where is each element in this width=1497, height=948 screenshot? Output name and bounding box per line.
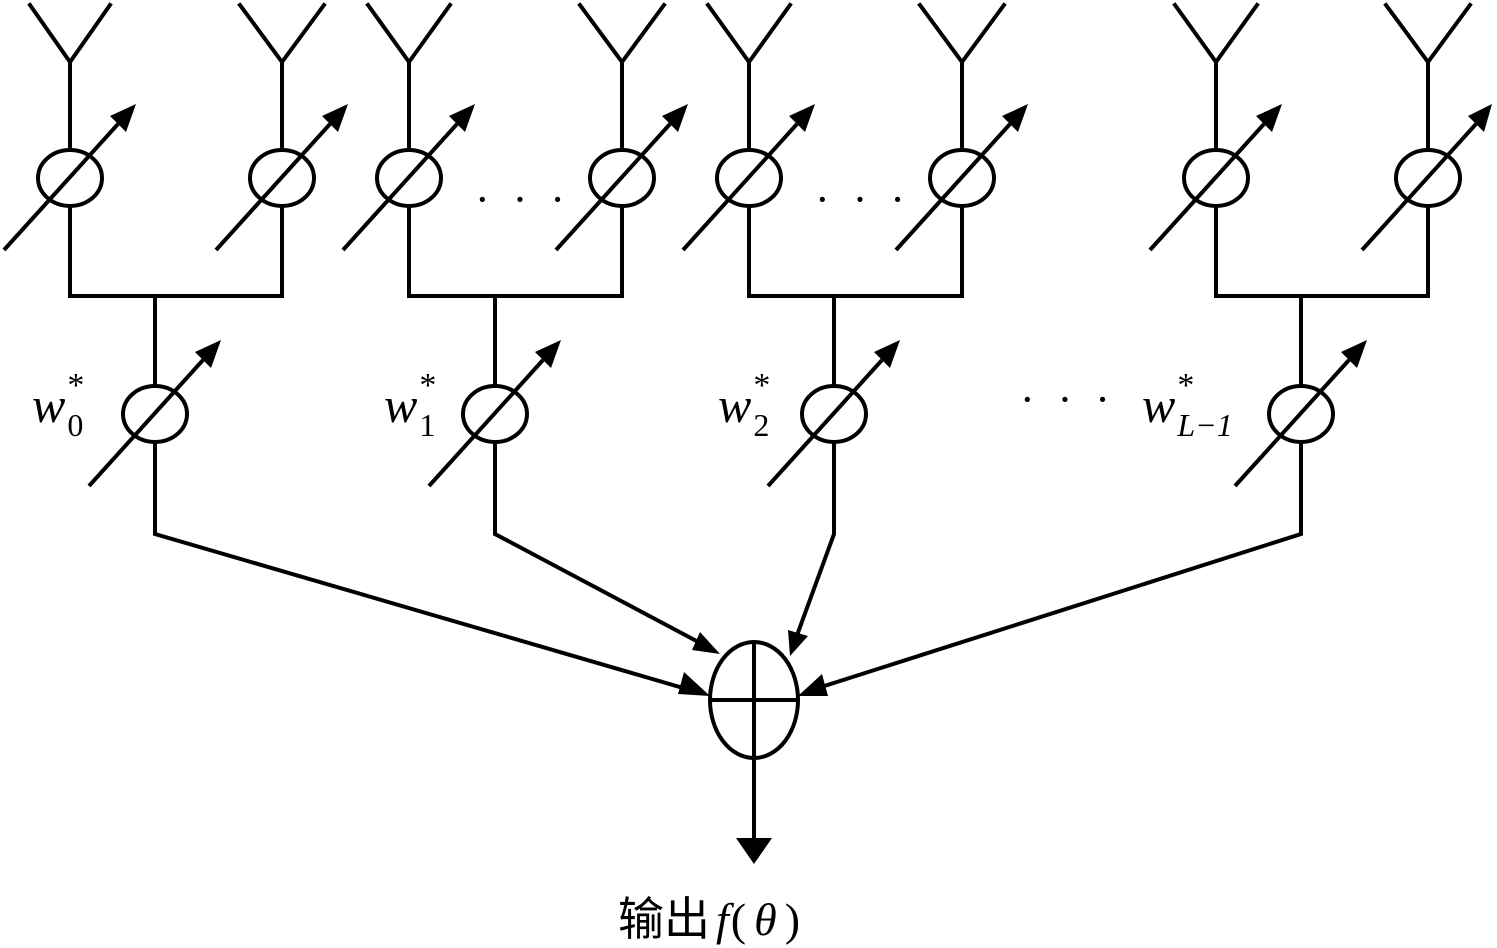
antenna-0b	[237, 2, 327, 157]
phase-shifter-1a	[341, 104, 475, 252]
weight-label-1: w*1	[384, 367, 436, 443]
phase-shifter-1b	[554, 104, 688, 252]
path-0	[153, 440, 693, 693]
path-2	[793, 440, 836, 641]
phase-shifter-3b	[1360, 104, 1492, 252]
phase-shifter-3a	[1148, 104, 1282, 252]
weight-label-2: w*2	[718, 367, 770, 443]
subarray-last	[1148, 2, 1492, 390]
arrowhead-0	[678, 672, 710, 696]
path-1	[493, 440, 707, 648]
antenna-1b	[577, 2, 667, 157]
antenna-2a	[705, 2, 793, 157]
phase-shifter-0a	[2, 104, 136, 252]
weight-label-last: w*L−1	[1142, 367, 1233, 443]
summing-node	[708, 640, 800, 760]
subarray-0	[2, 2, 348, 390]
arrowhead-2	[788, 630, 808, 656]
antenna-2b	[917, 2, 1007, 157]
path-last	[815, 440, 1303, 691]
weight-shifter-2	[766, 340, 900, 488]
weight-shifter-last	[1233, 340, 1367, 488]
ellipsis-1: · · ·	[475, 175, 571, 224]
output-arrowhead	[736, 838, 772, 864]
subarray-1: · · ·	[341, 2, 688, 390]
combiner-wire-0	[68, 204, 284, 390]
arrowhead-last	[798, 674, 828, 696]
weight-shifter-0	[87, 340, 221, 488]
phase-shifter-0b	[214, 104, 348, 252]
summing-paths	[153, 440, 1303, 696]
antenna-0a	[27, 2, 113, 157]
antenna-3b	[1383, 2, 1473, 157]
weight-label-0: w*0	[32, 367, 84, 443]
combiner-wire-3	[1214, 204, 1430, 390]
antenna-1a	[365, 2, 453, 157]
arrowhead-1	[692, 632, 720, 654]
ellipsis-2: · · ·	[815, 175, 911, 224]
antenna-3a	[1172, 2, 1260, 157]
ellipsis-weights: · · ·	[1020, 375, 1116, 424]
combiner-wire-2	[747, 204, 964, 390]
subarray-2: · · ·	[681, 2, 1028, 390]
combiner-wire-1	[407, 204, 624, 390]
